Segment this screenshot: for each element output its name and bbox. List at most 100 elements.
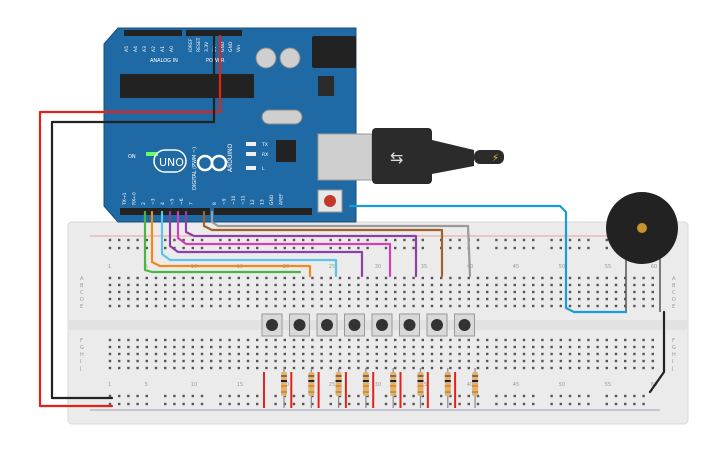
breadboard-hole [302,394,305,398]
breadboard-hole [467,290,470,294]
breadboard-hole [458,394,461,398]
breadboard-hole [440,297,443,301]
breadboard-hole [210,297,213,301]
push-button[interactable] [399,313,420,337]
breadboard-hole [173,276,176,280]
breadboard-hole [338,290,342,294]
breadboard-hole [495,304,498,308]
push-button-cap [376,319,388,331]
breadboard-hole [348,394,351,398]
breadboard-hole [467,359,470,363]
breadboard-hole [642,345,645,349]
breadboard-hole [292,366,296,370]
breadboard-hole [145,276,148,280]
breadboard-hole [164,238,167,242]
breadboard-hole [504,338,507,342]
breadboard-hole [587,352,590,356]
breadboard-hole [237,345,240,349]
push-button[interactable] [371,313,393,337]
breadboard-hole [541,345,544,349]
breadboard-hole [127,345,130,349]
breadboard-hole [394,394,397,398]
breadboard-hole [173,290,176,294]
breadboard-hole [605,345,608,349]
push-button[interactable] [344,313,365,337]
digital-pin-label: RX←0 [132,192,138,205]
breadboard-hole [587,297,590,301]
breadboard-hole [108,394,112,398]
breadboard-hole [173,238,176,242]
breadboard-hole [246,290,250,294]
breadboard-hole [587,345,590,349]
resistor-band [444,391,451,393]
capacitor-2 [279,47,301,69]
breadboard-hole [366,366,369,370]
push-button[interactable] [426,313,448,337]
breadboard-hole [403,283,406,287]
piezo-buzzer[interactable] [606,192,678,312]
column-number: 45 [513,264,519,270]
breadboard-hole [136,345,139,349]
breadboard-hole [495,338,498,342]
breadboard-hole [642,366,645,370]
breadboard-hole [568,276,572,280]
breadboard-hole [458,359,461,363]
row-letter: E [672,304,675,310]
reset-button[interactable] [324,195,336,207]
push-button[interactable] [289,313,310,337]
breadboard-hole [642,290,645,294]
breadboard-hole [458,345,461,349]
breadboard-hole [283,283,286,287]
breadboard-hole [614,297,618,301]
breadboard-hole [173,283,176,287]
breadboard-hole [513,366,516,370]
breadboard-hole [532,394,535,398]
breadboard-hole [642,276,645,280]
push-button[interactable] [261,313,283,337]
breadboard-hole [522,352,526,356]
breadboard-hole [532,338,535,342]
breadboard-hole [200,352,204,356]
breadboard-hole [541,304,544,308]
breadboard-hole [568,402,572,406]
breadboard-hole [283,345,286,349]
breadboard-hole [302,246,305,250]
breadboard-hole [302,290,305,294]
breadboard-hole [173,402,176,406]
breadboard-hole [651,283,654,287]
breadboard-hole [550,238,553,242]
push-button[interactable] [454,313,475,337]
breadboard-hole [421,238,424,242]
breadboard-hole [486,290,489,294]
breadboard-hole [118,359,121,363]
push-button[interactable] [316,313,338,337]
resistor-band [417,391,424,393]
breadboard-hole [486,304,489,308]
breadboard-hole [559,345,562,349]
breadboard-hole [292,352,296,356]
push-button-cap [431,319,443,331]
breadboard-hole [467,402,470,406]
breadboard-hole [348,338,351,342]
breadboard-hole [357,345,360,349]
breadboard-hole [605,290,608,294]
breadboard-hole [504,246,507,250]
breadboard-hole [605,283,608,287]
breadboard-hole [513,394,516,398]
breadboard-hole [394,290,397,294]
breadboard-hole [118,290,121,294]
breadboard-hole [476,352,480,356]
breadboard-hole [449,359,452,363]
breadboard-hole [366,297,369,301]
breadboard-hole [449,283,452,287]
breadboard-hole [311,304,314,308]
breadboard-hole [338,304,342,308]
usb-b-plug [317,133,373,181]
breadboard-hole [559,352,562,356]
breadboard-hole [348,297,351,301]
breadboard-hole [633,345,636,349]
push-button-cap [321,319,333,331]
breadboard-hole [458,297,461,301]
breadboard-hole [476,359,480,363]
